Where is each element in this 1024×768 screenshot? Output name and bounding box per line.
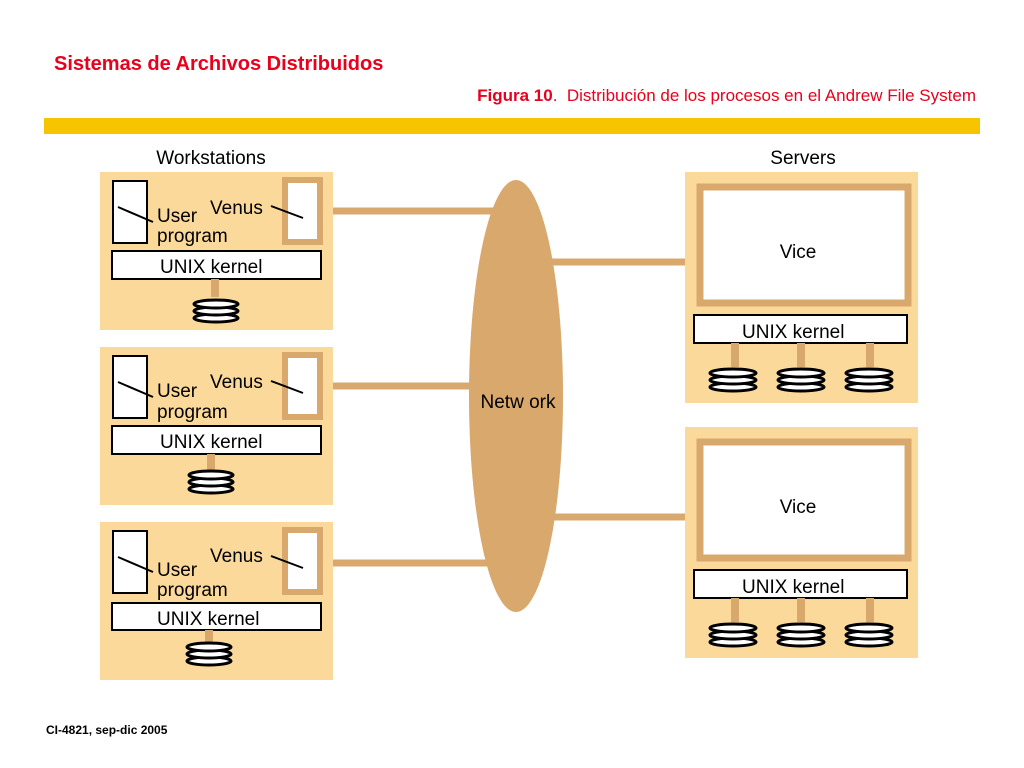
kernel-box <box>111 250 322 280</box>
user-program-label-line2: program <box>157 580 228 601</box>
disk-platter <box>187 469 235 481</box>
venus-label: Venus <box>210 546 263 567</box>
disk-platter <box>776 622 826 634</box>
kernel-label: UNIX kernel <box>742 577 844 598</box>
disk-platter <box>185 641 233 653</box>
disk-platter <box>844 367 894 379</box>
kernel-label: UNIX kernel <box>160 257 262 278</box>
figure-caption: Figura 10. Distribución de los procesos … <box>477 86 976 105</box>
disk-icon <box>844 622 894 648</box>
venus-box <box>282 527 323 595</box>
kernel-label: UNIX kernel <box>742 322 844 343</box>
network-ellipse <box>469 180 563 612</box>
disk-connector <box>205 630 213 646</box>
venus-label: Venus <box>210 372 263 393</box>
disk-connector <box>866 343 874 367</box>
disk-icon <box>187 469 235 495</box>
disk-connector <box>797 343 805 367</box>
kernel-label: UNIX kernel <box>160 432 262 453</box>
workstation-3: User program Venus UNIX kernel <box>100 522 333 680</box>
vice-label: Vice <box>780 497 817 518</box>
figure-caption-label: Figura 10 <box>477 86 553 105</box>
disk-icon <box>708 367 758 393</box>
disk-icon <box>185 641 233 667</box>
disk-array <box>708 622 894 648</box>
disk-platter <box>192 298 240 310</box>
disk-array <box>708 367 894 393</box>
disk-platter <box>708 367 758 379</box>
user-program-pointer <box>117 381 154 398</box>
kernel-label: UNIX kernel <box>157 609 259 630</box>
server-2: Vice UNIX kernel <box>685 427 918 658</box>
network-label: Netw ork <box>481 392 556 413</box>
vice-box <box>696 438 912 562</box>
venus-pointer <box>270 380 304 394</box>
network-links <box>320 207 698 567</box>
server-1: Vice UNIX kernel <box>685 172 918 403</box>
kernel-box <box>111 602 322 631</box>
vice-box <box>696 183 912 307</box>
venus-box <box>282 177 323 245</box>
slide-footer: CI-4821, sep-dic 2005 <box>46 723 168 737</box>
venus-label: Venus <box>210 198 263 219</box>
kernel-box <box>111 425 322 455</box>
venus-box <box>282 352 323 420</box>
user-program-pointer <box>117 206 154 223</box>
venus-pointer <box>270 555 304 569</box>
disk-icon <box>708 622 758 648</box>
disk-platter <box>844 622 894 634</box>
user-program-label-line2: program <box>157 402 228 423</box>
workstation-2: User program Venus UNIX kernel <box>100 347 333 505</box>
header-band <box>44 118 980 134</box>
disk-connectors <box>731 343 874 367</box>
user-program-label-line1: User <box>157 560 198 581</box>
user-program-label-line2: program <box>157 226 228 247</box>
disk-connector <box>797 598 805 622</box>
disk-connector <box>866 598 874 622</box>
disk-icon <box>776 622 826 648</box>
disk-connectors <box>731 598 874 622</box>
workstations-label: Workstations <box>156 148 265 169</box>
user-program-label-line1: User <box>157 206 198 227</box>
servers-label: Servers <box>770 148 835 169</box>
disk-connector <box>731 598 739 622</box>
disk-connector <box>207 454 215 472</box>
user-program-pointer <box>117 556 154 573</box>
disk-platter <box>708 622 758 634</box>
user-program-label-line1: User <box>157 381 198 402</box>
venus-pointer <box>270 205 304 219</box>
workstation-1: User program Venus UNIX kernel <box>100 172 333 330</box>
disk-icon <box>192 298 240 324</box>
disk-platter <box>776 367 826 379</box>
vice-label: Vice <box>780 242 817 263</box>
disk-connector <box>731 343 739 367</box>
disk-icon <box>844 367 894 393</box>
disk-connector <box>211 279 219 297</box>
slide-title: Sistemas de Archivos Distribuidos <box>54 53 384 75</box>
disk-icon <box>776 367 826 393</box>
kernel-box <box>693 314 908 344</box>
figure-caption-text: Distribución de los procesos en el Andre… <box>566 86 976 105</box>
